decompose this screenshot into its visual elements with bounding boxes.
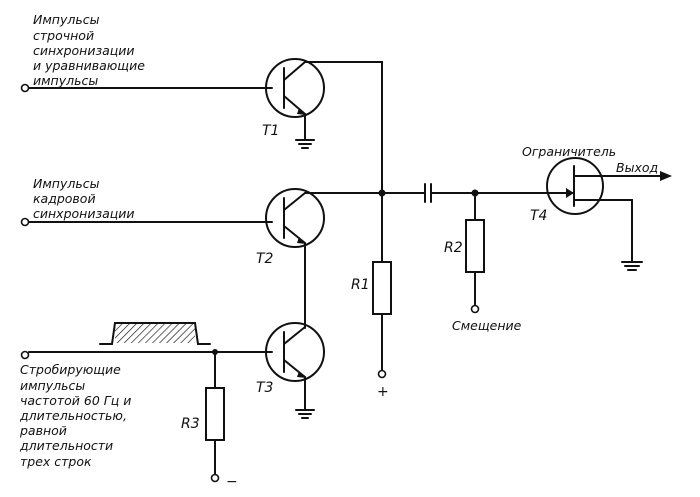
resistor-r3	[205, 387, 225, 441]
input-terminal-3	[20, 350, 30, 360]
terminal-r1-plus	[377, 369, 387, 379]
terminal-bias	[470, 304, 480, 314]
label-input-1-line-3: синхронизации	[33, 43, 135, 58]
wire-t4-ground	[591, 199, 633, 263]
input-terminal-2	[20, 217, 30, 227]
capacitor	[424, 183, 432, 203]
label-input-3-line-5: равной	[19, 423, 67, 438]
label-input-3-line-3: частотой 60 Гц и	[20, 393, 131, 408]
label-input-3-line-1: Стробирующие	[20, 362, 121, 377]
label-t3: T3	[256, 380, 273, 396]
label-r1: R1	[351, 277, 370, 293]
input-terminal-1	[20, 83, 30, 93]
label-input-1-line-1: Импульсы	[33, 12, 100, 27]
label-input-3-line-4: длительностью,	[19, 408, 127, 423]
label-plus: +	[377, 384, 389, 400]
label-minus: −	[226, 474, 238, 490]
transistor-t4-limiter	[546, 157, 604, 215]
label-input-1-line-4: и уравнивающие	[33, 58, 145, 73]
ground-icon-t4	[621, 261, 643, 271]
label-output: Выход	[616, 160, 658, 175]
label-t2: T2	[256, 251, 274, 267]
resistor-r2	[465, 219, 485, 273]
label-r3: R3	[181, 416, 200, 432]
wire-t1-collector	[304, 61, 383, 193]
transistor-t3	[265, 322, 325, 382]
label-limiter: Ограничитель	[522, 144, 616, 159]
label-r2: R2	[444, 240, 463, 256]
terminal-r3-minus	[210, 473, 220, 483]
ground-icon-t1	[295, 139, 315, 149]
label-input-3-line-6: длительности	[19, 438, 113, 453]
label-input-3-line-7: трех строк	[20, 454, 92, 469]
label-input-1-line-5: импульсы	[33, 73, 98, 88]
resistor-r1	[372, 261, 392, 315]
label-input-2-line-3: синхронизации	[33, 206, 135, 221]
label-bias: Смещение	[452, 318, 522, 333]
label-t4: T4	[530, 208, 547, 224]
transistor-t1	[265, 58, 325, 118]
transistor-t2	[265, 188, 325, 248]
label-t1: T1	[262, 123, 279, 139]
output-arrow-icon	[591, 171, 672, 181]
label-input-2-line-1: Импульсы	[33, 176, 100, 191]
ground-icon-t3	[295, 409, 315, 419]
label-input-3-line-2: импульсы	[20, 378, 85, 393]
label-input-2-line-2: кадровой	[33, 191, 96, 206]
label-input-1-line-2: строчной	[33, 28, 94, 43]
strobe-pulse-shape	[99, 322, 211, 345]
